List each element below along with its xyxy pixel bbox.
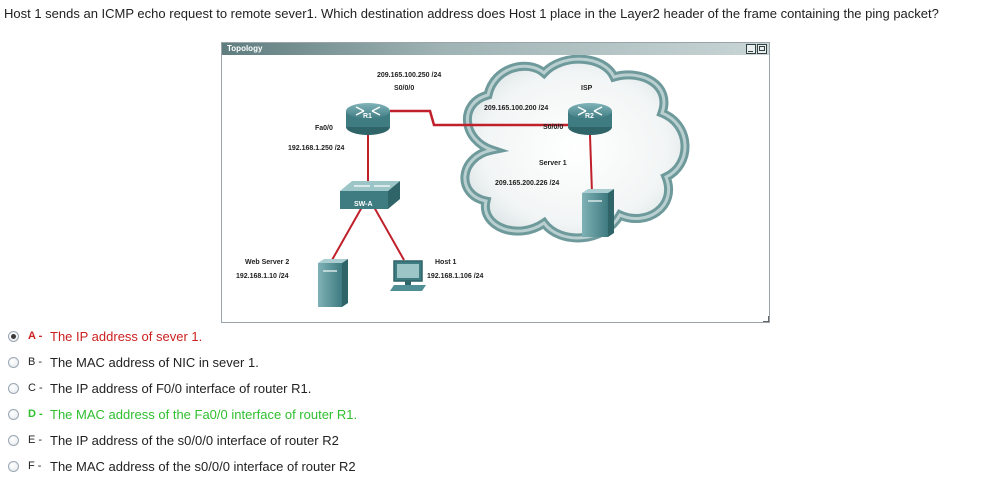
option-c-radio[interactable] <box>8 382 19 394</box>
topology-window: Topology <box>221 42 770 323</box>
host1-ip-label: 192.168.1.106 /24 <box>427 273 484 280</box>
web-server-ip-label: 192.168.1.10 /24 <box>236 273 289 280</box>
option-e-letter: E - <box>28 434 43 446</box>
server1-icon[interactable] <box>582 189 614 237</box>
r1-fa00-label: Fa0/0 <box>315 125 333 132</box>
web-server-2-icon[interactable] <box>318 259 348 307</box>
switch-name-label: SW-A <box>354 201 373 208</box>
r2-ip-label: 209.165.100.200 /24 <box>484 105 548 112</box>
question-text: Host 1 sends an ICMP echo request to rem… <box>4 6 939 21</box>
isp-cloud <box>460 55 690 243</box>
option-a-radio[interactable] <box>8 330 19 342</box>
option-c-text: The IP address of F0/0 interface of rout… <box>50 380 312 396</box>
minimize-icon[interactable] <box>746 44 756 54</box>
host1-label: Host 1 <box>435 259 457 266</box>
option-d-letter: D - <box>28 408 43 420</box>
option-c[interactable]: C - The IP address of F0/0 interface of … <box>8 378 428 398</box>
link-switch-webserver <box>331 206 363 261</box>
switch-sw-a-icon[interactable] <box>340 181 400 209</box>
link-switch-host1 <box>373 206 405 261</box>
host1-pc-icon[interactable] <box>390 260 426 291</box>
maximize-icon[interactable] <box>757 44 767 54</box>
r1-name-label: R1 <box>363 113 372 120</box>
r1-serial-ip-label: 209.165.100.250 /24 <box>377 72 441 79</box>
r2-name-label: R2 <box>585 113 594 120</box>
option-b[interactable]: B - The MAC address of NIC in sever 1. <box>8 352 428 372</box>
option-b-letter: B - <box>28 356 43 368</box>
isp-label: ISP <box>581 85 593 92</box>
option-d[interactable]: D - The MAC address of the Fa0/0 interfa… <box>8 404 428 424</box>
option-f-radio[interactable] <box>8 460 19 472</box>
r1-fa00-ip-label: 192.168.1.250 /24 <box>288 145 345 152</box>
topology-diagram: 209.165.100.250 /24 S0/0/0 R1 Fa0/0 192.… <box>236 55 690 307</box>
link-r2-server1 <box>589 134 593 194</box>
option-a-text: The IP address of sever 1. <box>50 328 203 344</box>
option-e-radio[interactable] <box>8 434 19 446</box>
option-d-radio[interactable] <box>8 408 19 420</box>
server1-ip-label: 209.165.200.226 /24 <box>495 180 559 187</box>
web-server-label: Web Server 2 <box>245 259 289 266</box>
option-b-radio[interactable] <box>8 356 19 368</box>
router-r2-icon[interactable] <box>568 103 612 135</box>
option-f[interactable]: F - The MAC address of the s0/0/0 interf… <box>8 456 428 476</box>
resize-grip-icon[interactable] <box>763 316 769 322</box>
option-a[interactable]: A - The IP address of sever 1. <box>8 326 428 346</box>
r2-serial-interface-label: S0/0/0 <box>543 124 563 131</box>
option-e-text: The IP address of the s0/0/0 interface o… <box>50 432 339 448</box>
option-f-text: The MAC address of the s0/0/0 interface … <box>50 458 356 474</box>
option-f-letter: F - <box>28 460 42 472</box>
option-e[interactable]: E - The IP address of the s0/0/0 interfa… <box>8 430 428 450</box>
option-c-letter: C - <box>28 382 43 394</box>
option-b-text: The MAC address of NIC in sever 1. <box>50 354 259 370</box>
topology-title: Topology <box>227 44 263 53</box>
option-a-letter: A - <box>28 330 43 342</box>
option-d-text: The MAC address of the Fa0/0 interface o… <box>50 406 358 422</box>
router-r1-icon[interactable] <box>346 103 390 135</box>
topology-titlebar: Topology <box>222 43 769 55</box>
serial-link <box>390 109 572 127</box>
r1-serial-interface-label: S0/0/0 <box>394 85 414 92</box>
server1-label: Server 1 <box>539 160 567 167</box>
